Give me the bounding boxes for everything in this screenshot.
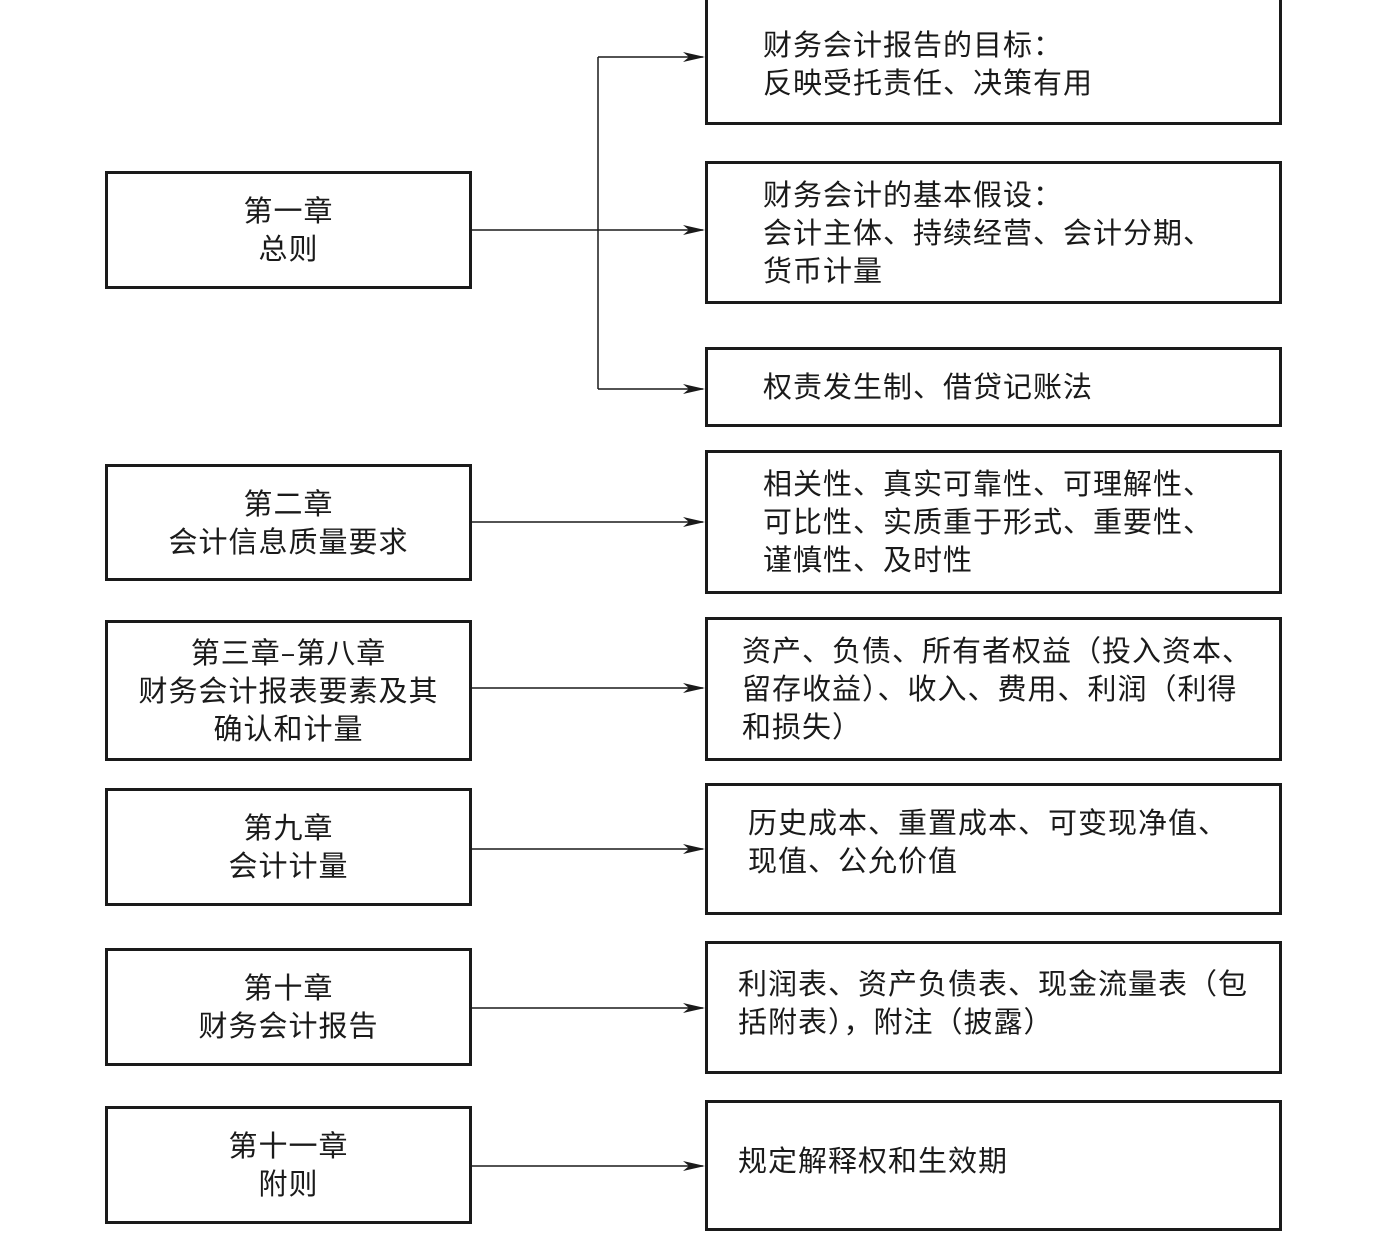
- chapter-box-1: 第一章 总则: [105, 171, 472, 289]
- chapter-1-line-2: 总则: [258, 232, 319, 266]
- target-box-supplementary: 规定解释权和生效期: [705, 1100, 1282, 1231]
- chapter-2-line-1: 第二章: [243, 486, 334, 521]
- chapter-box-11: 第十一章 附则: [105, 1106, 472, 1224]
- target-box-measurement: 历史成本、重置成本、可变现净值、 现值、公允价值: [705, 783, 1282, 915]
- chapter-9-line-2: 会计计量: [228, 849, 349, 883]
- chapter-3-8-line-2: 财务会计报表要素及其: [138, 673, 439, 708]
- target-assumptions-line-3: 货币计量: [763, 253, 884, 288]
- target-box-assumptions: 财务会计的基本假设： 会计主体、持续经营、会计分期、 货币计量: [705, 161, 1282, 304]
- chapter-11-line-1: 第十一章: [228, 1129, 349, 1163]
- target-measurement-line-2: 现值、公允价值: [748, 844, 959, 878]
- chapter-11-line-2: 附则: [258, 1167, 319, 1201]
- chapter-box-9: 第九章 会计计量: [105, 788, 472, 906]
- target-elements-line-1: 资产、负债、所有者权益（投入资本、: [742, 634, 1253, 668]
- target-objectives-line-1: 财务会计报告的目标：: [763, 27, 1064, 62]
- target-box-quality: 相关性、真实可靠性、可理解性、 可比性、实质重于形式、重要性、 谨慎性、及时性: [705, 450, 1282, 594]
- chapter-10-line-2: 财务会计报告: [198, 1009, 379, 1043]
- target-quality-line-1: 相关性、真实可靠性、可理解性、: [763, 467, 1214, 501]
- chapter-box-2: 第二章 会计信息质量要求: [105, 464, 472, 581]
- chapter-3-8-line-1: 第三章–第八章: [190, 635, 387, 670]
- target-elements-line-2: 留存收益）、收入、费用、利润（利得: [742, 672, 1238, 706]
- target-objectives-line-2: 反映受托责任、决策有用: [763, 65, 1094, 100]
- target-quality-line-3: 谨慎性、及时性: [763, 543, 974, 577]
- target-box-elements: 资产、负债、所有者权益（投入资本、 留存收益）、收入、费用、利润（利得 和损失）: [705, 617, 1282, 761]
- target-box-accrual: 权责发生制、借贷记账法: [705, 347, 1282, 427]
- chapter-1-line-1: 第一章: [243, 194, 334, 228]
- chapter-box-10: 第十章 财务会计报告: [105, 948, 472, 1066]
- target-box-reports: 利润表、资产负债表、现金流量表（包 括附表），附注（披露）: [705, 941, 1282, 1074]
- target-measurement-line-1: 历史成本、重置成本、可变现净值、: [748, 806, 1229, 840]
- target-elements-line-3: 和损失）: [742, 710, 863, 744]
- target-assumptions-line-1: 财务会计的基本假设：: [763, 177, 1064, 212]
- target-quality-line-2: 可比性、实质重于形式、重要性、: [763, 505, 1214, 539]
- chapter-10-line-1: 第十章: [243, 971, 334, 1005]
- target-supplementary-line-1: 规定解释权和生效期: [738, 1143, 1009, 1178]
- target-box-objectives: 财务会计报告的目标： 反映受托责任、决策有用: [705, 0, 1282, 125]
- chapter-2-line-2: 会计信息质量要求: [168, 524, 409, 559]
- target-accrual-line-1: 权责发生制、借贷记账法: [763, 370, 1094, 404]
- target-reports-line-2: 括附表），附注（披露）: [738, 1004, 1054, 1039]
- target-reports-line-1: 利润表、资产负债表、现金流量表（包: [738, 966, 1249, 1001]
- chapter-9-line-1: 第九章: [243, 811, 334, 845]
- chapter-box-3-8: 第三章–第八章 财务会计报表要素及其 确认和计量: [105, 620, 472, 761]
- chapter-3-8-line-3: 确认和计量: [213, 711, 364, 746]
- target-assumptions-line-2: 会计主体、持续经营、会计分期、: [763, 215, 1214, 250]
